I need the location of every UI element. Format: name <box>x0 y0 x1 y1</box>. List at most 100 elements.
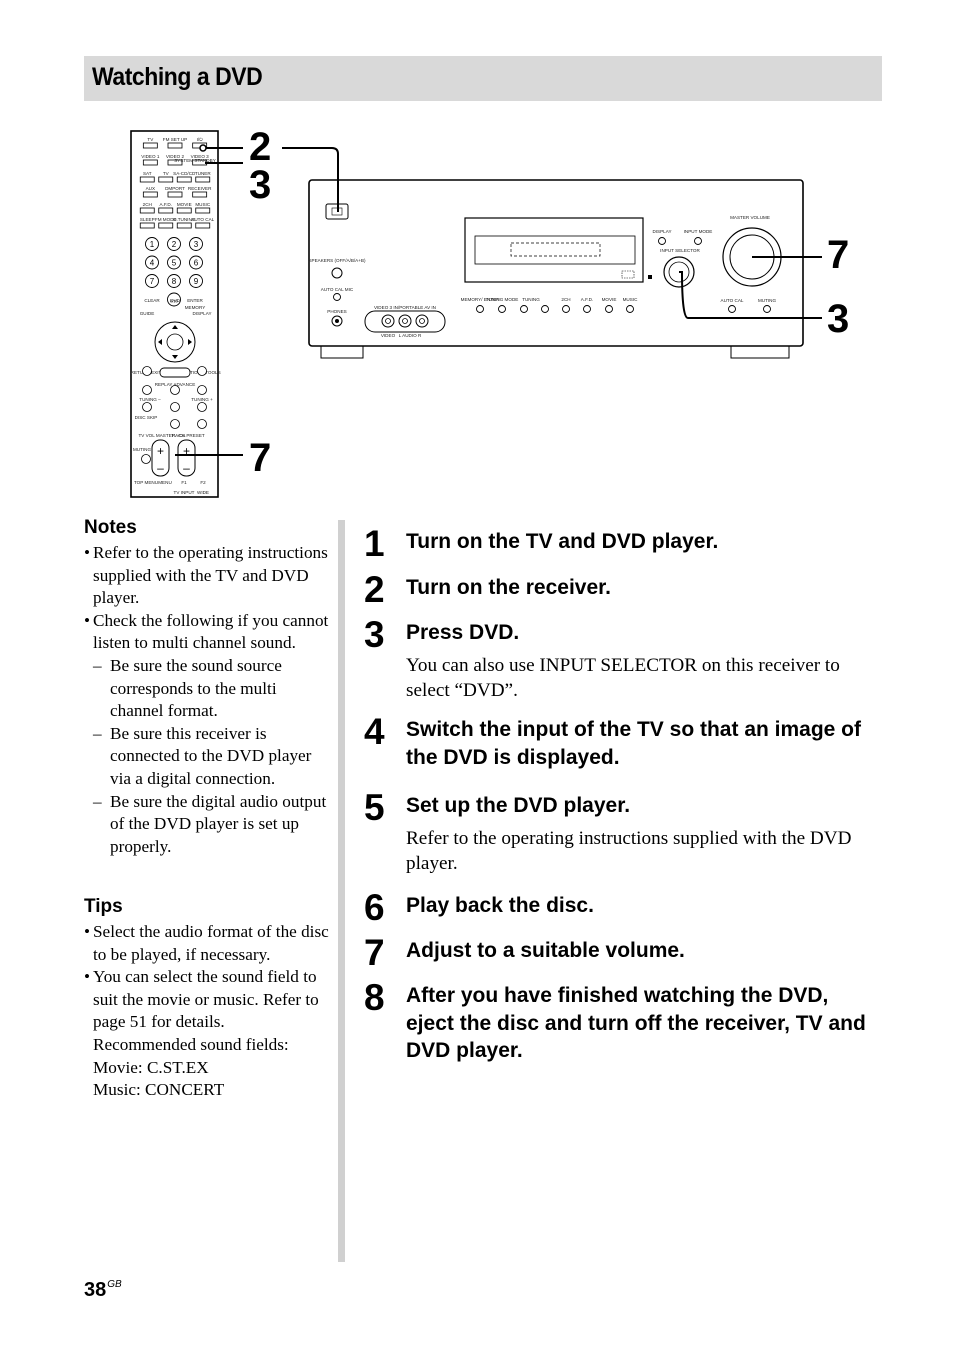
callout-lines <box>175 144 822 456</box>
notes-list: Refer to the operating instructions supp… <box>84 542 330 858</box>
remote-digit-key <box>167 274 181 288</box>
av-jack-center <box>402 318 408 324</box>
receiver-button-row <box>476 305 634 313</box>
step-7: 7 Adjust to a suitable volume. <box>364 933 882 973</box>
step-number: 7 <box>364 932 385 973</box>
step-title: Turn on the TV and DVD player. <box>406 530 719 553</box>
remote-label: FM MODE <box>155 217 177 222</box>
receiver-front-panel: SPEAKERS (OFF/A/B/A+B)AUTO CAL MICPHONES… <box>308 179 804 359</box>
av-jack-center <box>419 318 425 324</box>
receiver-button <box>583 305 591 313</box>
remote-label: AUX <box>146 186 155 191</box>
tips-section: Tips Select the audio format of the disc… <box>84 895 330 1102</box>
remote-label: TV CH PRESET <box>171 433 205 438</box>
remote-label: DMPORT <box>165 186 185 191</box>
receiver-label: INPUT SELECTOR <box>660 248 700 253</box>
remote-key <box>197 402 207 412</box>
step-title: Adjust to a suitable volume. <box>406 939 685 962</box>
page-title: Watching a DVD <box>92 63 263 91</box>
receiver-button <box>520 305 528 313</box>
remote-label: TV INPUT <box>174 490 195 495</box>
step-title: Switch the input of the TV so that an im… <box>406 718 862 769</box>
remote-label: TV <box>163 171 170 176</box>
remote-digit-label: 5 <box>172 259 177 268</box>
receiver-label: VIDEO <box>381 333 396 338</box>
remote-digit-label: 6 <box>194 259 199 268</box>
remote-digit-label: 7 <box>150 277 155 286</box>
remote-key <box>141 454 151 464</box>
receiver-button <box>541 305 549 313</box>
remote-volume-rockers: + – + – <box>151 439 196 477</box>
remote-label: F2 <box>200 480 206 485</box>
remote-label: A.F.D. <box>159 202 172 207</box>
remote-label: SLEEP <box>140 217 155 222</box>
remote-label: F1 <box>181 480 187 485</box>
remote-label: DISPLAY <box>192 311 211 316</box>
callout-7-receiver: 7 <box>827 233 849 277</box>
remote-button <box>195 176 211 183</box>
remote-button <box>195 207 211 214</box>
remote-label: RECEIVER <box>188 186 212 191</box>
remote-key <box>197 385 207 395</box>
remote-key <box>142 385 152 395</box>
receiver-button <box>626 305 634 313</box>
remote-label: DISC SKIP <box>135 415 158 420</box>
receiver-label: A.F.D. <box>581 297 594 302</box>
receiver-label: MUTING <box>758 298 777 303</box>
receiver-label: PHONES <box>327 309 346 314</box>
notes-heading: Notes <box>84 517 137 538</box>
remote-button <box>142 142 158 149</box>
step-number: 5 <box>364 787 385 828</box>
remote-label: REPLAY ADVANCE <box>155 382 196 387</box>
remote-label: ENTER <box>187 298 203 303</box>
column-divider <box>338 520 345 1262</box>
step-description: Refer to the operating instructions supp… <box>406 827 852 875</box>
receiver-label: AUTO CAL MIC <box>321 287 354 292</box>
receiver-label: TUNING MODE <box>486 297 519 302</box>
remote-label: TV <box>147 137 154 142</box>
receiver-label: MASTER VOLUME <box>730 215 770 220</box>
callout-2: 2 <box>249 125 271 169</box>
step-description: You can also use INPUT SELECTOR on this … <box>406 654 840 702</box>
svg-text:+: + <box>183 444 190 458</box>
note-item: Check the following if you cannot listen… <box>84 610 330 655</box>
receiver-button <box>605 305 613 313</box>
remote-key <box>197 366 207 376</box>
remote-label: TUNER <box>195 171 212 176</box>
receiver-button <box>562 305 570 313</box>
note-item: Refer to the operating instructions supp… <box>84 542 330 610</box>
remote-button <box>167 159 183 166</box>
step-4: 4 Switch the input of the TV so that an i… <box>364 712 882 771</box>
remote-label: TV VOL MASTER VOL <box>138 433 185 438</box>
remote-digit-key <box>145 237 159 251</box>
remote-button <box>167 142 183 149</box>
step-number: 4 <box>364 711 385 752</box>
remote-label: TOP MENU <box>134 480 158 485</box>
notes-section: Notes Refer to the operating instruction… <box>84 516 330 858</box>
remote-label: I/⏻ <box>197 137 204 142</box>
receiver-label: MEMORY/ ENTER <box>461 297 500 302</box>
page-number: 38GB <box>84 1279 122 1301</box>
remote-button <box>158 176 174 183</box>
step-title: After you have finished watching the DVD… <box>406 984 866 1062</box>
remote-label: SYSTEM STANDBY <box>174 158 216 163</box>
remote-key <box>142 402 152 412</box>
remote-label: FM SET UP <box>163 137 187 142</box>
remote-digit-key <box>145 255 159 270</box>
receiver-label: AUTO CAL <box>721 298 744 303</box>
remote-label: MUSIC <box>195 202 210 207</box>
remote-button <box>139 222 155 229</box>
receiver-label: L AUDIO R <box>399 333 422 338</box>
receiver-jacks <box>381 314 429 328</box>
section-header-bar: Watching a DVD <box>84 56 882 101</box>
step-number: 2 <box>364 569 385 610</box>
remote-digit-key <box>167 292 181 307</box>
receiver-label: VIDEO 3 IN/PORTABLE AV IN <box>374 305 436 310</box>
remote-button <box>176 207 192 214</box>
remote-button <box>158 222 174 229</box>
remote-button <box>142 159 158 166</box>
note-subitem: Be sure the sound source corresponds to … <box>84 655 330 723</box>
